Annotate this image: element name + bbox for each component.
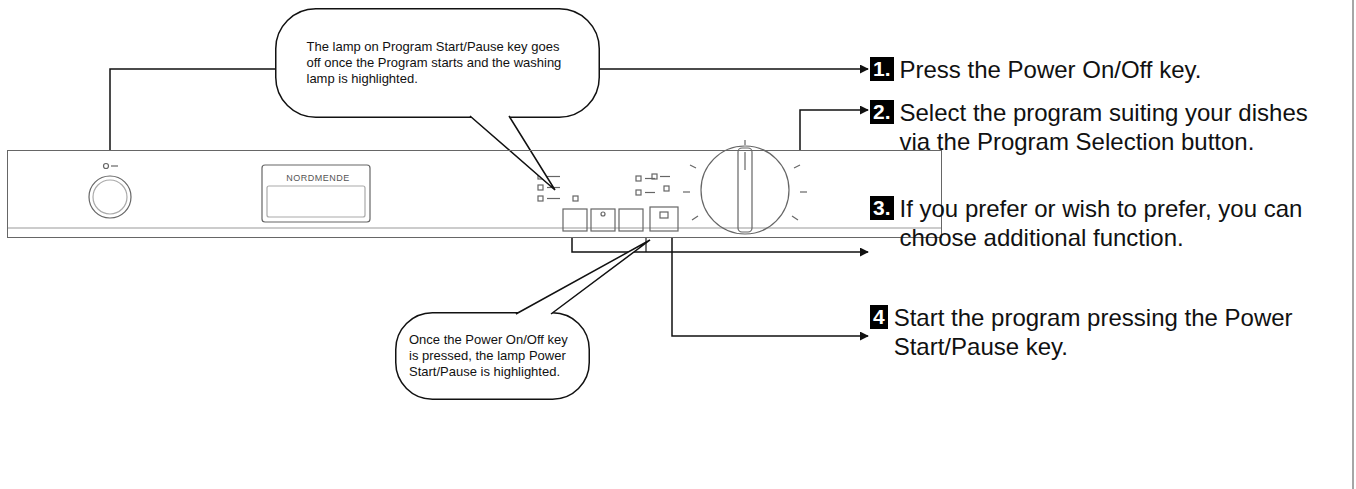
program-knob [683,140,807,234]
step-text: If you prefer or wish to prefer, you can… [900,194,1340,252]
brand-name: NORDMENDE [263,173,373,183]
step-text: Start the program pressing the Power Sta… [894,303,1334,361]
connector-arrow [672,238,868,336]
control-panel: NORDMENDE [7,150,942,238]
power-indicator [104,164,109,169]
bubble-body [276,9,600,118]
callout-text: The lamp on Program Start/Pause key goes… [307,39,569,87]
bubble-body [396,313,590,400]
step-number: 4 [870,305,888,329]
step-item: 4Start the program pressing the Power St… [870,303,1334,361]
connector-arrow [800,110,868,150]
callout-bubble: The lamp on Program Start/Pause key goes… [275,8,600,118]
callout-bubble: Once the Power On/Off key is pressed, th… [395,312,590,400]
bubble-tail [470,116,555,190]
step-number: 2. [870,100,894,124]
power-indicator-mark [111,165,118,166]
power-button [89,176,131,218]
handle-recess-inner [267,186,365,217]
callout-text: Once the Power On/Off key is pressed, th… [409,332,576,380]
connector-arrow [572,238,868,252]
indicator-lamps [538,174,670,201]
step-text: Press the Power On/Off key. [900,55,1340,84]
step-number: 3. [870,196,894,220]
bubble-tail [516,240,650,314]
function-keys [563,207,678,231]
panel-strip [8,227,941,228]
power-button-ring [93,180,127,214]
frame-line [1352,0,1354,489]
bracket-line [645,238,646,252]
step-item: 1.Press the Power On/Off key. [870,55,1340,84]
step-item: 2.Select the program suiting your dishes… [870,98,1340,156]
step-text: Select the program suiting your dishes v… [900,98,1340,156]
step-item: 3.If you prefer or wish to prefer, you c… [870,194,1340,252]
step-number: 1. [870,57,894,81]
